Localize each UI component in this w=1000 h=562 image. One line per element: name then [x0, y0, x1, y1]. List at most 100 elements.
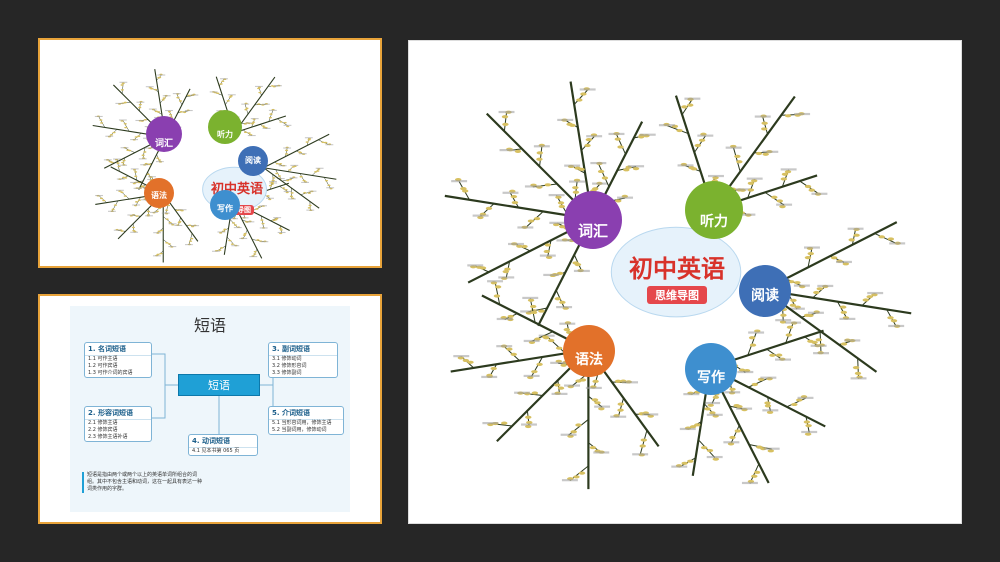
- leaf-text-placeholder: [152, 255, 161, 257]
- leaf-shape: [226, 100, 230, 102]
- phrase-center-node: 短语: [178, 374, 260, 396]
- phrase-diagram-panel[interactable]: 短语 短语 1. 名词短语 1.1 可作主语 1.2 可作宾语 1.3 可作介词…: [38, 294, 382, 524]
- hub-yuedu-label: 阅读: [245, 156, 261, 165]
- leaf-shape: [563, 328, 571, 332]
- leaf-text-placeholder: [498, 110, 515, 114]
- leaf-shape: [557, 201, 565, 205]
- twig-line: [573, 89, 589, 105]
- leaf-shape: [327, 184, 331, 187]
- center-subtitle: 思维导图: [647, 286, 707, 304]
- leaf-shape: [229, 95, 233, 97]
- leaf-shape: [748, 336, 756, 340]
- leaf-shape: [183, 111, 187, 114]
- leaf-text-placeholder: [741, 481, 758, 485]
- leaf-shape: [134, 171, 138, 173]
- leaf-text-placeholder: [811, 192, 828, 195]
- leaf-shape: [275, 172, 279, 175]
- leaf-text-placeholder: [254, 85, 263, 87]
- twig-line: [98, 195, 107, 203]
- leaf-shape: [558, 204, 566, 209]
- leaf-shape: [747, 181, 755, 185]
- twig-line: [639, 430, 648, 455]
- leaf-text-placeholder: [249, 256, 258, 258]
- leaf-text-placeholder: [95, 194, 104, 197]
- leaf-shape: [815, 338, 823, 342]
- hub-xiezuo: 写作: [210, 190, 240, 220]
- leaf-shape: [559, 300, 566, 304]
- leaf-text-placeholder: [148, 176, 156, 178]
- leaf-shape: [253, 253, 257, 255]
- leaf-shape: [687, 459, 694, 463]
- leaf-shape: [123, 101, 127, 104]
- twig-line: [547, 240, 552, 257]
- leaf-shape: [188, 240, 193, 242]
- leaf-text-placeholder: [524, 185, 541, 188]
- leaf-text-placeholder: [543, 273, 560, 277]
- leaf-text-placeholder: [523, 374, 540, 378]
- leaf-shape: [576, 98, 583, 102]
- leaf-text-placeholder: [850, 377, 867, 380]
- leaf-text-placeholder: [290, 164, 299, 166]
- twig-line: [616, 134, 626, 155]
- leaf-text-placeholder: [793, 284, 810, 287]
- leaf-shape: [866, 295, 873, 299]
- leaf-text-placeholder: [481, 375, 498, 379]
- leaf-shape: [135, 215, 139, 217]
- leaf-shape: [257, 206, 261, 208]
- leaf-text-placeholder: [261, 103, 270, 105]
- twig-line: [597, 163, 610, 187]
- leaf-shape: [102, 199, 106, 202]
- leaf-text-placeholder: [762, 150, 779, 153]
- leaf-shape: [314, 171, 318, 173]
- phrase-box-verb: 4. 动词短语 4.1 见本书第 065 页: [188, 434, 258, 456]
- leaf-shape: [709, 411, 716, 415]
- leaf-shape: [514, 149, 522, 153]
- leaf-shape: [113, 204, 117, 206]
- leaf-shape: [736, 405, 743, 409]
- leaf-shape: [286, 125, 290, 128]
- mindmap-thumbnail-panel[interactable]: 初中英语 思维导图 词汇 听力 阅读 语法 写作: [38, 38, 382, 268]
- leaf-shape: [578, 471, 586, 475]
- leaf-shape: [274, 218, 278, 221]
- leaf-shape: [134, 175, 138, 178]
- leaf-text-placeholder: [804, 246, 820, 249]
- leaf-shape: [324, 179, 329, 182]
- leaf-text-placeholder: [780, 168, 797, 171]
- leaf-shape: [592, 379, 599, 383]
- leaf-shape: [245, 107, 249, 110]
- leaf-shape: [780, 313, 787, 317]
- leaf-shape: [279, 121, 283, 123]
- leaf-shape: [753, 470, 761, 474]
- leaf-shape: [530, 304, 537, 309]
- leaf-text-placeholder: [549, 221, 566, 224]
- leaf-text-placeholder: [708, 174, 724, 178]
- leaf-shape: [729, 435, 736, 440]
- leaf-text-placeholder: [119, 164, 128, 166]
- hub-yuedu: 阅读: [739, 265, 791, 317]
- leaf-shape: [533, 216, 541, 221]
- leaf-text-placeholder: [233, 227, 242, 229]
- leaf-text-placeholder: [847, 227, 864, 230]
- leaf-text-placeholder: [736, 407, 753, 410]
- leaf-text-placeholder: [127, 214, 136, 216]
- twig-line: [730, 425, 740, 443]
- leaf-text-placeholder: [266, 197, 274, 199]
- leaf-shape: [124, 126, 128, 129]
- leaf-text-placeholder: [839, 317, 856, 320]
- leaf-shape: [681, 461, 688, 465]
- leaf-text-placeholder: [592, 182, 609, 185]
- leaf-text-placeholder: [259, 227, 268, 229]
- leaf-text-placeholder: [467, 264, 484, 267]
- leaf-text-placeholder: [130, 139, 139, 141]
- leaf-shape: [298, 151, 303, 154]
- leaf-text-placeholder: [560, 433, 577, 436]
- leaf-shape: [761, 121, 768, 125]
- leaf-shape: [639, 444, 646, 448]
- mindmap-main-panel[interactable]: 初中英语 思维导图 词汇 听力 阅读 语法 写作: [408, 40, 962, 524]
- leaf-text-placeholder: [889, 242, 906, 245]
- leaf-text-placeholder: [172, 93, 181, 95]
- leaf-text-placeholder: [610, 415, 627, 418]
- leaf-shape: [138, 103, 142, 106]
- leaf-text-placeholder: [174, 224, 183, 227]
- leaf-shape: [779, 205, 786, 209]
